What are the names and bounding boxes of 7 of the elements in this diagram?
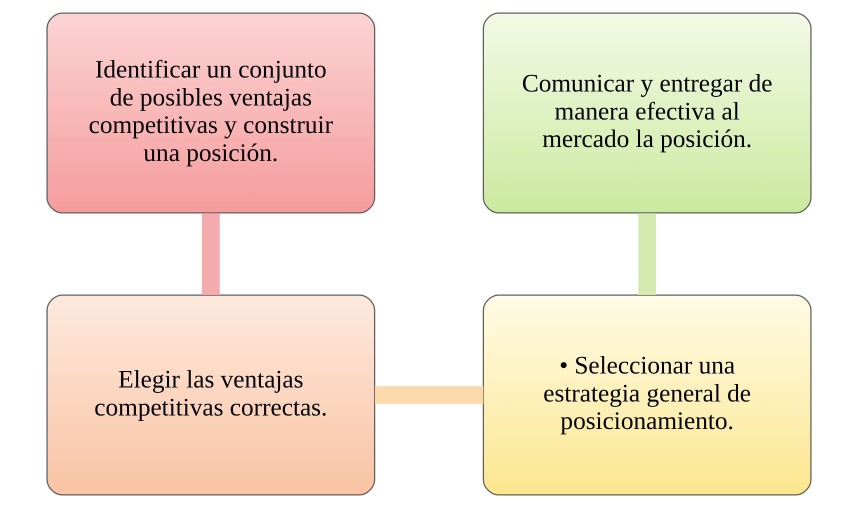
node-box: Comunicar y entregar de manera efectiva al mercado la posición. bbox=[482, 12, 812, 214]
node-box: Elegir las ventajas competitivas correctas. bbox=[46, 294, 376, 496]
connector bbox=[638, 213, 656, 295]
connector bbox=[202, 213, 220, 295]
node-box: Identificar un conjunto de posibles ventajas competitivas y construir una posición. bbox=[46, 12, 376, 214]
node-box: • Seleccionar una estrategia general de posicionamiento. bbox=[482, 294, 812, 496]
connector bbox=[374, 386, 484, 404]
